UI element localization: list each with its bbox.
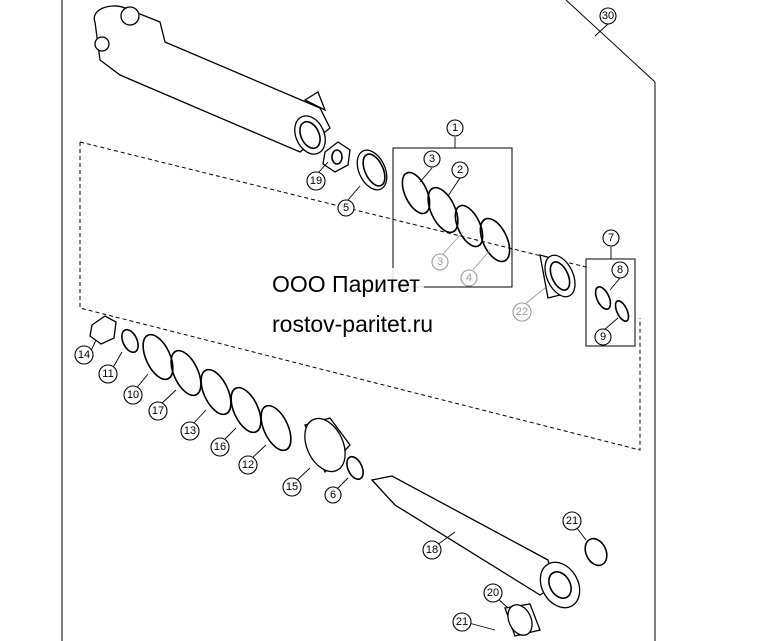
callout-4: 4: [460, 269, 478, 287]
callout-5-label: 5: [343, 202, 349, 214]
callout-12-label: 12: [242, 459, 254, 471]
callout-3-bottom: 3: [431, 253, 449, 271]
callout-13-label: 13: [184, 425, 196, 437]
callout-2-label: 2: [457, 164, 463, 176]
callout-15-label: 15: [286, 481, 298, 493]
ring-part-5: [356, 149, 388, 191]
callout-20: 20: [483, 583, 503, 603]
callout-21-top-label: 21: [566, 515, 578, 527]
callout-20-label: 20: [487, 587, 499, 599]
callout-30: 30: [599, 7, 617, 25]
seal-kit-group-1: [392, 147, 513, 288]
seal-group-7: [585, 258, 636, 347]
frame-lines: [61, 0, 656, 641]
callout-1: 1: [446, 119, 464, 137]
watermark-site: rostov-paritet.ru: [268, 308, 438, 340]
nut-part-19: [322, 141, 351, 173]
callout-22: 22: [512, 302, 532, 322]
callout-17: 17: [148, 401, 168, 421]
callout-9-label: 9: [600, 331, 606, 343]
callout-14-label: 14: [78, 349, 90, 361]
callout-21-top: 21: [562, 511, 582, 531]
callout-7: 7: [602, 229, 620, 247]
lower-parts: [89, 315, 364, 481]
callout-5: 5: [337, 199, 355, 217]
bushing-part-22: [539, 254, 576, 299]
callout-6: 6: [324, 486, 342, 504]
callout-8: 8: [611, 261, 629, 279]
watermark-company: ООО Паритет: [268, 268, 424, 300]
callout-30-label: 30: [602, 10, 614, 22]
callout-2: 2: [451, 161, 469, 179]
callout-1-label: 1: [452, 122, 458, 134]
callout-3-bottom-label: 3: [437, 256, 443, 268]
callout-17-label: 17: [152, 405, 164, 417]
callout-19: 19: [306, 171, 326, 191]
callout-18: 18: [422, 540, 442, 560]
callout-10-label: 10: [127, 389, 139, 401]
piston-rod-18: [370, 475, 608, 637]
callout-4-label: 4: [466, 272, 472, 284]
callout-9: 9: [594, 328, 612, 346]
callout-3-top-label: 3: [429, 153, 435, 165]
callout-16-label: 16: [214, 441, 226, 453]
callout-14: 14: [74, 345, 94, 365]
callout-3-top: 3: [423, 150, 441, 168]
callout-10: 10: [123, 385, 143, 405]
callout-18-label: 18: [426, 544, 438, 556]
callout-16: 16: [210, 437, 230, 457]
cylinder-barrel: [93, 5, 331, 155]
callout-21-bottom-label: 21: [456, 616, 468, 628]
callout-8-label: 8: [617, 264, 623, 276]
callout-19-label: 19: [310, 175, 322, 187]
callout-6-label: 6: [330, 489, 336, 501]
callout-22-label: 22: [516, 306, 528, 318]
callout-15: 15: [282, 477, 302, 497]
callout-12: 12: [238, 455, 258, 475]
callout-11-label: 11: [102, 368, 113, 380]
callout-21-bottom: 21: [452, 612, 472, 632]
callout-7-label: 7: [608, 232, 614, 244]
callout-13: 13: [180, 421, 200, 441]
callout-11: 11: [98, 364, 118, 384]
